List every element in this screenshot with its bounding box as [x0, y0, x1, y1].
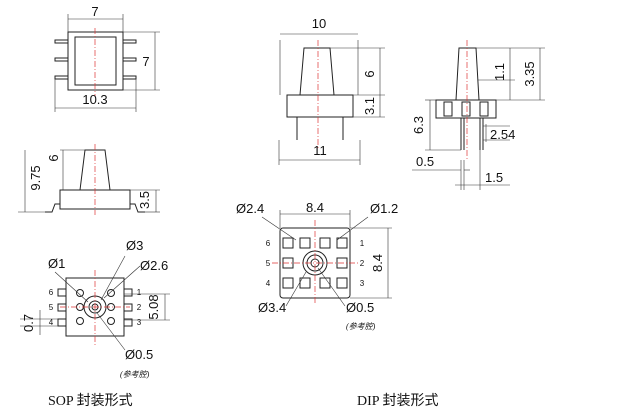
sop-outer-dia: Ø2.6 — [140, 258, 168, 273]
sop-pin-1: 1 — [137, 288, 142, 297]
sop-top-inner — [74, 36, 117, 86]
sop-offset: 0.7 — [21, 314, 36, 332]
dip-caption: DIP 封装形式 — [357, 393, 439, 409]
sop-pin-4: 4 — [49, 318, 54, 327]
sop-hole-dia: Ø1 — [48, 256, 65, 271]
dip-side-nozzle — [455, 47, 480, 101]
dip-nozzle-height: 6 — [362, 70, 377, 77]
sop-pin-2: 2 — [137, 303, 142, 312]
sop-top-height: 7 — [142, 54, 149, 69]
sop-pin-3: 3 — [137, 318, 142, 327]
dip-side-body — [435, 99, 497, 119]
dip-pad-width: 8.4 — [306, 200, 324, 215]
sop-body-height: 3.5 — [137, 191, 152, 209]
dip-side-view: 1.1 3.35 6.3 2.54 0.5 1.5 — [411, 40, 545, 190]
dip-thickness: 0.5 — [416, 154, 434, 169]
dip-pad — [336, 237, 348, 249]
sop-vent-dia: Ø0.5 — [125, 347, 153, 362]
dip-note: (参考腔) — [346, 322, 376, 331]
sop-pad — [123, 318, 133, 327]
dip-pin-6: 6 — [266, 239, 271, 248]
sop-pad — [57, 318, 67, 327]
sop-inner-dia: Ø3 — [126, 238, 143, 253]
sop-pad — [57, 288, 67, 297]
dip-pin-3: 3 — [360, 279, 365, 288]
dip-pin-5: 5 — [266, 259, 271, 268]
dip-span: 1.5 — [485, 170, 503, 185]
sop-lead — [54, 57, 69, 62]
sop-note: (参考腔) — [120, 370, 150, 379]
dip-top-width: 10 — [312, 16, 326, 31]
dip-pad-view: 6 5 4 1 2 3 Ø2.4 8.4 Ø1.2 8.4 Ø3.4 Ø0.5 … — [236, 200, 398, 331]
sop-top-view: 7 7 10.3 — [54, 4, 160, 112]
sop-pad-view: 6 5 4 1 2 3 Ø1 Ø3 Ø2.6 5.08 0.7 Ø0.5 (参考… — [20, 238, 170, 379]
dip-pin-4: 4 — [266, 279, 271, 288]
sop-lead — [122, 57, 137, 62]
sop-lead-right — [130, 203, 145, 213]
sop-top-body — [67, 31, 124, 91]
sop-lead — [122, 39, 137, 44]
sop-total-height: 9.75 — [28, 165, 43, 190]
sop-pin-6: 6 — [49, 288, 54, 297]
sop-side-view: 9.75 6 3.5 — [18, 144, 160, 215]
dip-pin-1: 1 — [360, 239, 365, 248]
dip-pin-2: 2 — [360, 259, 365, 268]
dip-ring-dia: Ø3.4 — [258, 300, 286, 315]
dip-bottom-width: 11 — [313, 143, 327, 158]
sop-pad — [57, 303, 67, 312]
dip-pad-height: 8.4 — [370, 254, 385, 272]
dip-tip: 1.1 — [492, 63, 507, 81]
sop-nozzle-height: 6 — [46, 154, 61, 161]
dip-outer-dia: Ø2.4 — [236, 201, 264, 216]
dip-base-height: 3.1 — [362, 97, 377, 115]
dip-pad — [336, 277, 348, 289]
dip-nozzle — [299, 47, 335, 96]
sop-top-width: 7 — [91, 4, 98, 19]
sop-lead — [122, 75, 137, 80]
dip-hole-dia: Ø1.2 — [370, 201, 398, 216]
sop-caption: SOP 封装形式 — [48, 393, 133, 409]
dip-pad — [282, 237, 294, 249]
sop-lead — [54, 39, 69, 44]
sop-pitch: 5.08 — [146, 294, 161, 319]
sop-leadspan: 10.3 — [82, 92, 107, 107]
dip-pitch: 2.54 — [490, 127, 515, 142]
sop-pin-5: 5 — [49, 303, 54, 312]
dip-front-body — [286, 94, 354, 118]
dip-front-view: 10 6 3.1 11 — [278, 16, 385, 165]
sop-lead — [54, 75, 69, 80]
dip-side-total: 3.35 — [522, 61, 537, 86]
dip-pad — [282, 277, 294, 289]
dip-vent-dia: Ø0.5 — [346, 300, 374, 315]
dip-lead-length: 6.3 — [411, 116, 426, 134]
sop-pad — [123, 303, 133, 312]
sop-lead-left — [45, 203, 60, 213]
sop-pad — [123, 288, 133, 297]
